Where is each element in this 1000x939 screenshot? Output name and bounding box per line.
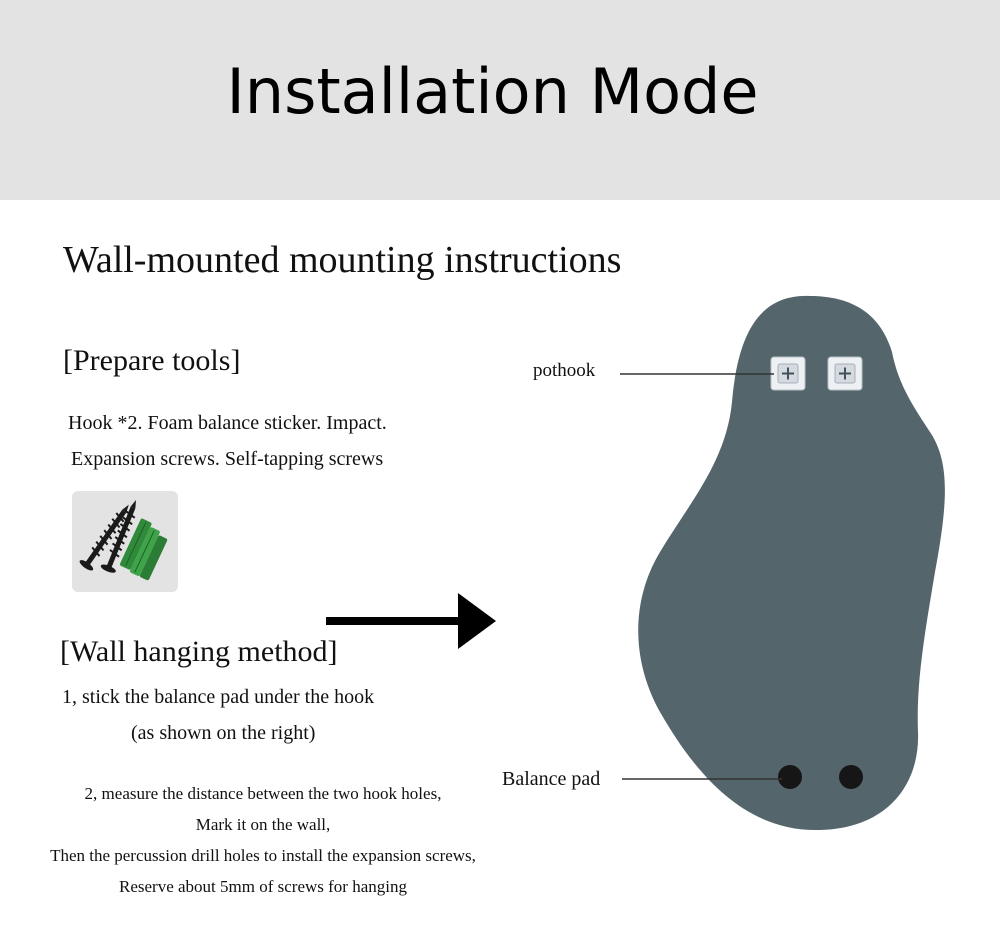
step2-line-1: 2, measure the distance between the two … xyxy=(84,784,442,803)
prepare-tools-heading: [Prepare tools] xyxy=(63,344,241,377)
step1-line-1: 1, stick the balance pad under the hook xyxy=(62,686,375,708)
balance-pad-callout-line xyxy=(622,778,782,780)
pothook-callout-line xyxy=(620,373,774,375)
tools-image xyxy=(72,491,178,592)
mirror-shape xyxy=(638,295,945,831)
balance-pad-label: Balance pad xyxy=(502,768,601,790)
page-title: Installation Mode xyxy=(226,55,759,128)
balance-pad-left-icon xyxy=(778,765,802,789)
step2-line-2: Mark it on the wall, xyxy=(195,815,331,834)
page-subtitle: Wall-mounted mounting instructions xyxy=(63,239,622,281)
step1-line-2: (as shown on the right) xyxy=(131,722,316,744)
pothook-left-icon xyxy=(770,356,806,391)
tools-line-1: Hook *2. Foam balance sticker. Impact. xyxy=(68,412,387,434)
mirror-diagram xyxy=(638,295,945,831)
wall-hanging-heading: [Wall hanging method] xyxy=(60,635,338,668)
screws-and-anchors-icon xyxy=(79,500,168,581)
pothook-label: pothook xyxy=(533,360,596,381)
header-banner: Installation Mode xyxy=(0,0,1000,200)
right-arrow-icon xyxy=(326,593,496,649)
step2-line-4: Reserve about 5mm of screws for hanging xyxy=(119,877,407,896)
tools-line-2: Expansion screws. Self-tapping screws xyxy=(71,448,384,470)
pothook-right-icon xyxy=(827,356,863,391)
step2-line-3: Then the percussion drill holes to insta… xyxy=(50,846,476,865)
balance-pad-right-icon xyxy=(839,765,863,789)
